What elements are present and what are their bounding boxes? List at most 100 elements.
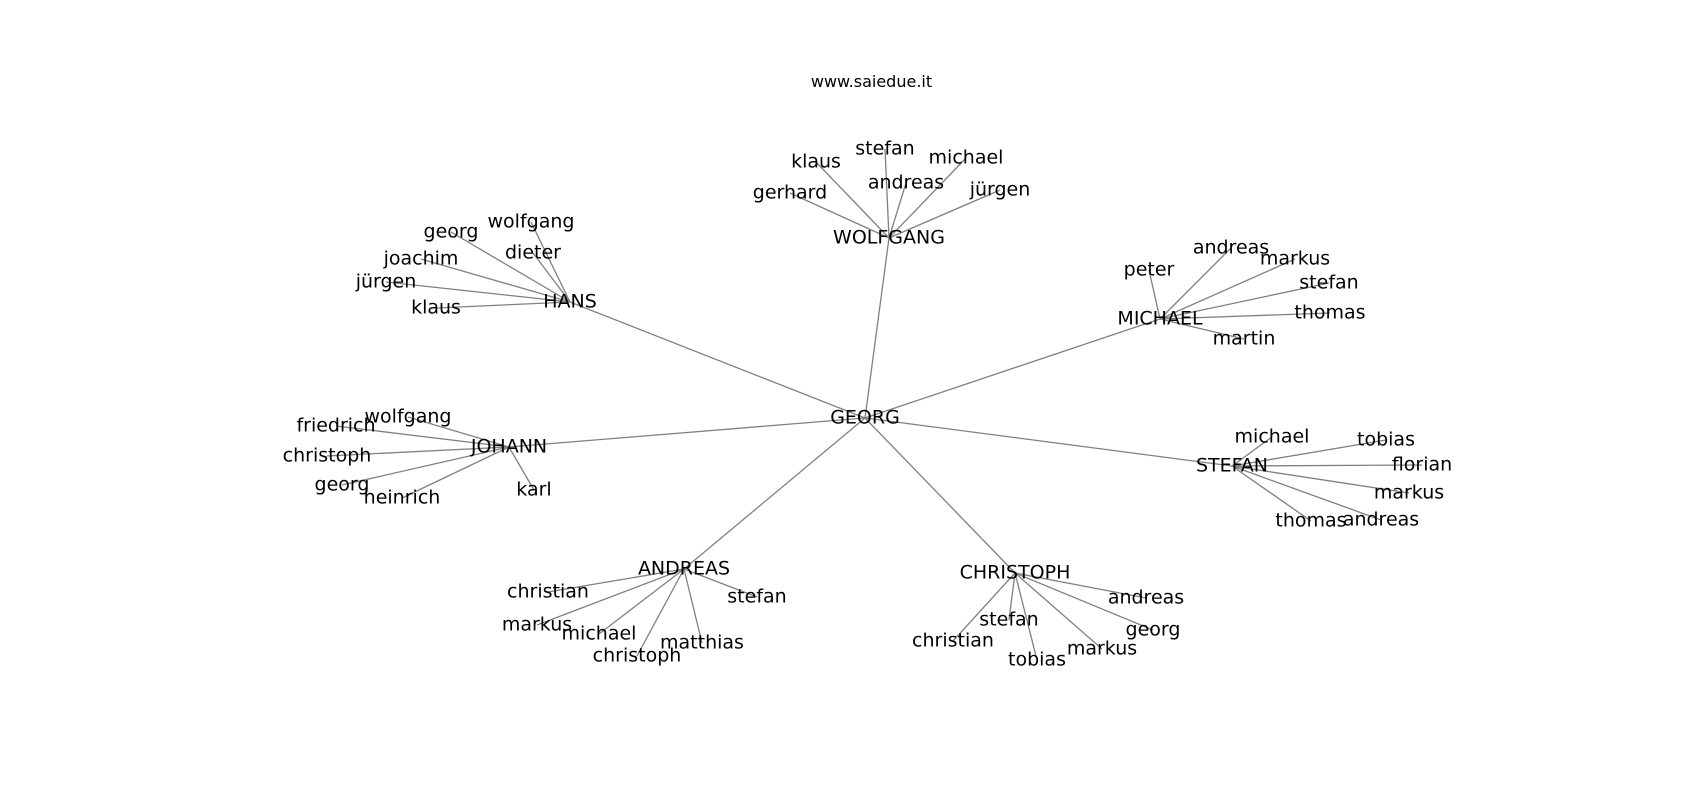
edge-hans-to-joachim: [420, 258, 571, 303]
edge-johann-to-friedrich: [335, 425, 510, 448]
leaf-node-stefan-thomas: thomas: [1275, 510, 1346, 532]
leaf-node-stefan-tobias: tobias: [1357, 429, 1415, 451]
edge-michael-to-thomas: [1159, 312, 1331, 320]
edge-root-to-johann: [508, 417, 866, 448]
edge-christoph-to-georg: [1014, 572, 1154, 631]
edge-stefan-to-thomas: [1231, 465, 1312, 522]
leaf-node-stefan-andreas: andreas: [1343, 509, 1419, 531]
edge-andreas-to-markus: [536, 568, 685, 626]
leaf-node-johann-friedrich: friedrich: [296, 415, 375, 437]
branch-node-michael: MICHAEL: [1117, 308, 1203, 330]
branch-node-christoph: CHRISTOPH: [960, 562, 1071, 584]
diagram-title: www.saiedue.it: [810, 72, 933, 91]
leaf-node-andreas-christoph: christoph: [593, 645, 682, 667]
branch-node-hans: HANS: [543, 291, 597, 313]
edge-stefan-to-michael: [1231, 436, 1273, 467]
edge-andreas-to-michael: [598, 568, 685, 635]
leaf-node-johann-christoph: christoph: [283, 445, 372, 467]
leaf-node-christoph-andreas: andreas: [1108, 587, 1184, 609]
edge-andreas-to-matthias: [683, 568, 703, 644]
edge-christoph-to-christian: [952, 572, 1016, 642]
edge-root-to-michael: [864, 318, 1161, 419]
edge-root-to-andreas: [683, 417, 866, 570]
edge-stefan-to-tobias: [1231, 439, 1387, 467]
leaf-node-johann-karl: karl: [516, 479, 551, 501]
leaf-node-christoph-stefan: stefan: [979, 609, 1038, 631]
leaf-node-stefan-markus: markus: [1374, 482, 1444, 504]
leaf-node-stefan-florian: florian: [1392, 454, 1452, 476]
edge-wolfgang-to-gerhard: [789, 192, 890, 239]
edge-hans-to-juergen: [385, 281, 571, 303]
leaf-node-wolfgang-gerhard: gerhard: [753, 182, 827, 204]
leaf-node-michael-martin: martin: [1213, 328, 1276, 350]
leaf-node-andreas-michael: michael: [562, 623, 637, 645]
edge-wolfgang-to-juergen: [888, 189, 1001, 239]
leaf-node-christoph-markus: markus: [1067, 638, 1137, 660]
edge-christoph-to-stefan: [1008, 572, 1016, 621]
leaf-node-hans-joachim: joachim: [383, 248, 459, 270]
edge-johann-to-christoph: [326, 446, 510, 457]
edge-wolfgang-to-michael: [888, 157, 967, 239]
leaf-node-wolfgang-stefan: stefan: [855, 138, 914, 160]
edge-stefan-to-andreas: [1231, 465, 1382, 521]
root-node-georg: GEORG: [830, 407, 900, 429]
leaf-node-stefan-michael: michael: [1235, 426, 1310, 448]
leaf-node-christoph-georg: georg: [1126, 619, 1181, 641]
leaf-node-michael-peter: peter: [1124, 259, 1175, 281]
edge-andreas-to-stefan: [683, 568, 758, 598]
leaf-node-wolfgang-klaus: klaus: [791, 151, 841, 173]
edge-stefan-to-florian: [1231, 464, 1423, 467]
edge-michael-to-martin: [1159, 318, 1245, 340]
edge-wolfgang-to-stefan: [884, 148, 890, 239]
leaf-node-johann-wolfgang: wolfgang: [365, 406, 452, 428]
branch-node-johann: JOHANN: [470, 436, 547, 458]
leaf-node-andreas-matthias: matthias: [660, 632, 744, 654]
leaf-node-michael-andreas: andreas: [1193, 237, 1269, 259]
leaf-node-johann-heinrich: heinrich: [364, 487, 441, 509]
branch-node-stefan: STEFAN: [1196, 455, 1268, 477]
leaf-node-andreas-christian: christian: [507, 581, 589, 603]
edge-hans-to-klaus: [435, 301, 571, 309]
edge-andreas-to-christoph: [636, 568, 685, 657]
edge-root-to-hans: [569, 301, 866, 419]
branch-node-wolfgang: WOLFGANG: [833, 227, 945, 249]
edge-johann-to-heinrich: [401, 446, 510, 499]
leaf-node-hans-juergen: jürgen: [355, 271, 417, 293]
edge-michael-to-peter: [1148, 269, 1161, 320]
leaf-node-hans-dieter: dieter: [505, 242, 561, 264]
edge-christoph-to-markus: [1014, 572, 1103, 650]
leaf-node-andreas-stefan: stefan: [727, 586, 786, 608]
edge-wolfgang-to-andreas: [888, 182, 907, 239]
edge-johann-to-georg: [341, 446, 510, 486]
edge-root-to-wolfgang: [864, 237, 890, 419]
edge-hans-to-dieter: [532, 252, 571, 303]
edge-michael-to-andreas: [1159, 247, 1232, 320]
leaf-node-hans-wolfgang: wolfgang: [488, 211, 575, 233]
edge-christoph-to-tobias: [1014, 572, 1038, 661]
leaf-node-wolfgang-juergen: jürgen: [969, 179, 1031, 201]
edge-michael-to-stefan: [1159, 282, 1330, 320]
edge-wolfgang-to-klaus: [815, 161, 890, 239]
edge-hans-to-georg: [450, 231, 571, 303]
edge-johann-to-karl: [508, 446, 535, 491]
edge-andreas-to-christian: [547, 568, 685, 593]
leaf-node-hans-klaus: klaus: [411, 297, 461, 319]
leaf-node-christoph-christian: christian: [912, 630, 994, 652]
leaf-node-michael-markus: markus: [1260, 248, 1330, 270]
edge-johann-to-wolfgang: [407, 416, 510, 448]
edge-michael-to-markus: [1159, 258, 1296, 320]
leaf-node-hans-georg: georg: [424, 221, 479, 243]
edge-christoph-to-andreas: [1014, 572, 1147, 599]
edge-root-to-stefan: [864, 417, 1233, 467]
leaf-node-andreas-markus: markus: [502, 614, 572, 636]
branch-node-andreas: ANDREAS: [638, 558, 730, 580]
leaf-node-michael-stefan: stefan: [1299, 272, 1358, 294]
leaf-node-christoph-tobias: tobias: [1008, 649, 1066, 671]
leaf-node-wolfgang-michael: michael: [929, 147, 1004, 169]
leaf-node-michael-thomas: thomas: [1294, 302, 1365, 324]
edge-hans-to-wolfgang: [530, 221, 571, 303]
edge-stefan-to-markus: [1231, 465, 1410, 494]
edge-root-to-christoph: [864, 417, 1016, 574]
leaf-node-johann-georg: georg: [315, 474, 370, 496]
